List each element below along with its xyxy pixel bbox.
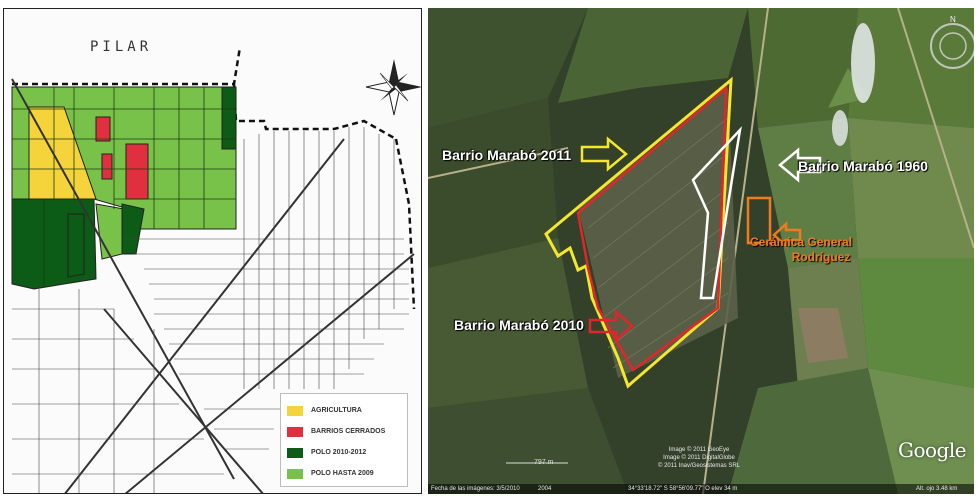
barrios-cerrados-zone bbox=[101, 153, 113, 180]
legend-item-agricultura: AGRICULTURA bbox=[287, 400, 401, 421]
boundary-line bbox=[394, 138, 416, 310]
barrios-cerrados-zone bbox=[95, 116, 111, 142]
ceramica-outline bbox=[746, 196, 772, 245]
legend-swatch bbox=[287, 405, 303, 416]
marabo-1960-outline bbox=[691, 126, 742, 300]
marabo-2010-outline bbox=[576, 85, 728, 372]
imagery-date: Fecha de las imágenes: 3/5/2010 bbox=[431, 486, 520, 492]
eye-altitude: Alt. ojo 3.48 km bbox=[916, 486, 958, 492]
callout-arrow-2011 bbox=[580, 136, 628, 172]
navigation-compass-icon[interactable]: N bbox=[930, 15, 974, 69]
zoning-map bbox=[11, 46, 421, 493]
roads bbox=[428, 8, 974, 494]
street-grid bbox=[587, 117, 729, 369]
callout-arrow-1960 bbox=[778, 147, 822, 183]
north-arrow-icon bbox=[365, 59, 421, 116]
satellite-map-panel: N Barrio Marabó 2011 Barrio Marabó 1960 … bbox=[428, 8, 974, 494]
credit-line: © 2011 Inav/Geosistemas SRL bbox=[658, 463, 741, 469]
polo-2010-2012-zone bbox=[221, 86, 237, 150]
zoning-map-panel: PILAR AGRICULTURA BARRIOS CERRADOS POLO … bbox=[3, 8, 422, 494]
satellite-image: N bbox=[428, 8, 974, 494]
svg-text:N: N bbox=[950, 15, 956, 24]
credit-line: Image © 2011 GeoEye bbox=[668, 447, 730, 453]
label-ceramica-line1: Cerámica General bbox=[750, 235, 853, 249]
historical-year-button[interactable]: 2004 bbox=[538, 486, 552, 492]
label-marabo-1960: Barrio Marabó 1960 bbox=[798, 158, 928, 174]
barrios-cerrados-zone bbox=[125, 143, 149, 200]
cloud bbox=[851, 23, 875, 103]
marabo-2011-outline bbox=[544, 76, 733, 389]
credit-line: Image © 2011 DigitalGlobe bbox=[663, 455, 735, 461]
polo-hasta-2009-zone bbox=[95, 203, 125, 260]
legend-swatch bbox=[287, 468, 303, 479]
legend-item-barrios-cerrados: BARRIOS CERRADOS bbox=[287, 421, 401, 442]
imagery-credits: Image © 2011 GeoEye Image © 2011 Digital… bbox=[658, 446, 740, 470]
legend-item-polo-hasta-2009: POLO HASTA 2009 bbox=[287, 463, 401, 484]
legend-swatch bbox=[287, 447, 303, 458]
farm-fields bbox=[428, 8, 974, 494]
legend-label: AGRICULTURA bbox=[311, 407, 362, 414]
map-legend: AGRICULTURA BARRIOS CERRADOS POLO 2010-2… bbox=[280, 393, 408, 487]
agricultura-zone bbox=[28, 106, 97, 200]
legend-label: POLO HASTA 2009 bbox=[311, 470, 374, 477]
label-ceramica-line2: Rodríguez bbox=[791, 250, 851, 264]
polo-2010-2012-zone bbox=[121, 203, 145, 255]
polo-2010-2012-zone bbox=[67, 213, 85, 278]
label-marabo-2011: Barrio Marabó 2011 bbox=[442, 147, 572, 163]
parcel-lines bbox=[12, 87, 236, 287]
main-roads bbox=[11, 78, 415, 493]
status-bar: Fecha de las imágenes: 3/5/2010 2004 34°… bbox=[428, 484, 974, 494]
scale-label: 797 m bbox=[534, 459, 554, 466]
legend-swatch bbox=[287, 426, 303, 437]
place-label: PILAR bbox=[90, 39, 153, 55]
urban-area bbox=[578, 88, 738, 378]
callout-arrow-ceramica bbox=[772, 221, 802, 249]
google-logo: Google bbox=[898, 438, 967, 462]
coordinates-readout: 34°33'18.72" S 58°56'09.77" O elev 34 m bbox=[628, 486, 738, 492]
legend-label: POLO 2010-2012 bbox=[311, 449, 367, 456]
label-marabo-2010: Barrio Marabó 2010 bbox=[454, 317, 584, 333]
callout-arrow-2010 bbox=[588, 309, 634, 343]
legend-label: BARRIOS CERRADOS bbox=[311, 428, 386, 435]
cloud bbox=[832, 110, 848, 146]
label-ceramica: Cerámica General Rodríguez bbox=[750, 235, 852, 265]
urban-grid bbox=[12, 127, 409, 493]
boundary-line bbox=[232, 83, 397, 141]
legend-item-polo-2010-2012: POLO 2010-2012 bbox=[287, 442, 401, 463]
